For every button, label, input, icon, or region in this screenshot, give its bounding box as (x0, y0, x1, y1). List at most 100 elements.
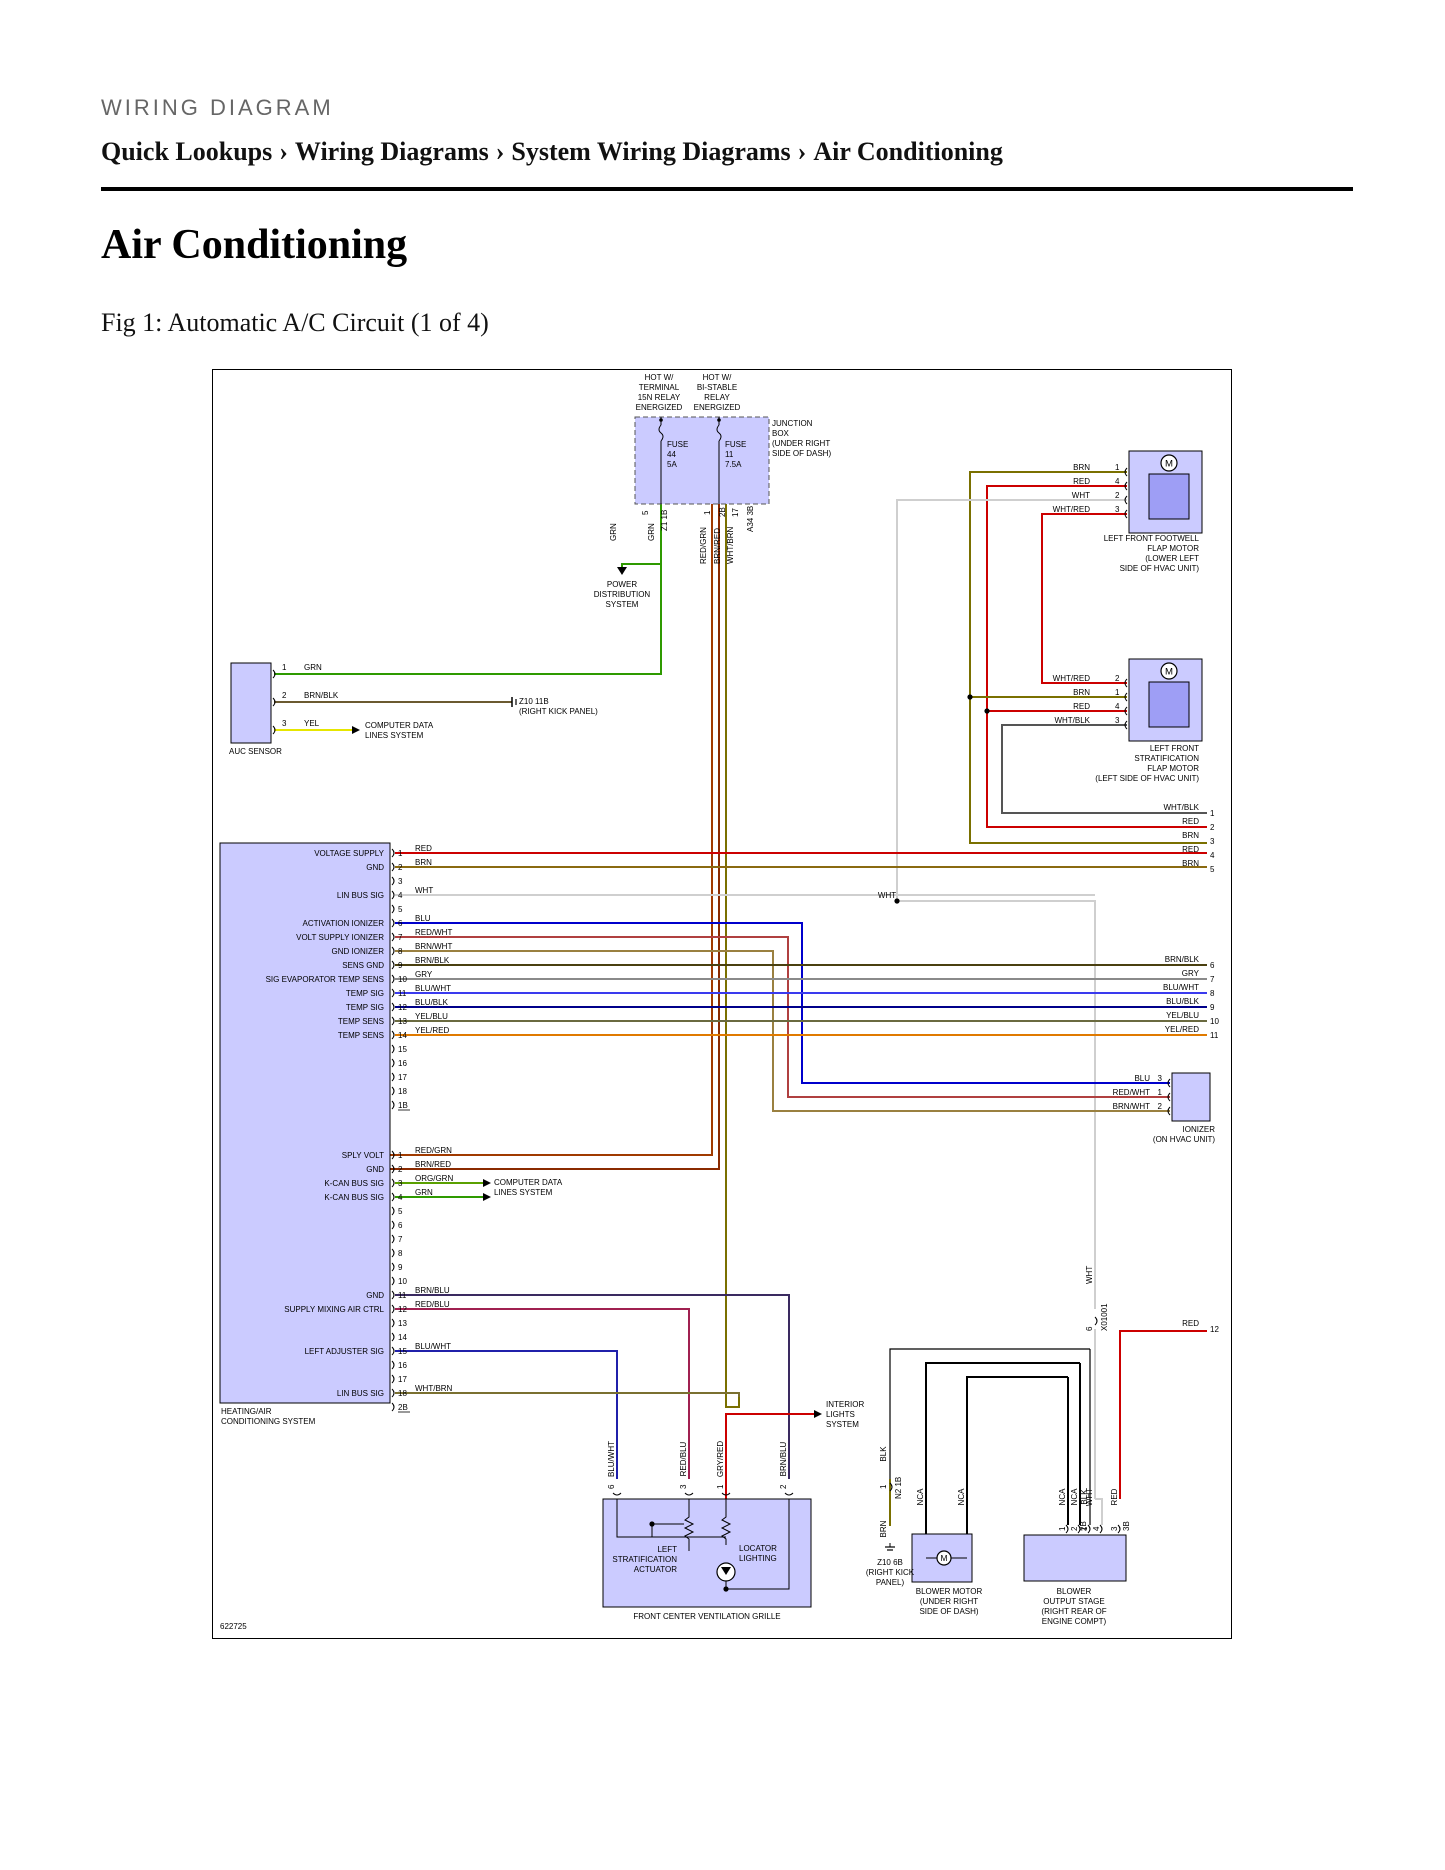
connector1-pin-function: TEMP SIG (346, 1003, 384, 1012)
connector1-pin (391, 1002, 395, 1012)
label-r-7: 7 (1210, 975, 1215, 984)
arrow-computer-data-2 (483, 1179, 491, 1187)
label-bl-wht: WHT (1085, 1488, 1094, 1506)
wires-layer (274, 471, 1207, 1552)
connector1-pin (391, 932, 395, 942)
label-sm-red: RED (1073, 702, 1090, 711)
wire-gry-red-lights (725, 1413, 814, 1499)
stratification-motor-icon (1160, 662, 1178, 680)
connector2-pin (391, 1360, 395, 1370)
breadcrumb-air-conditioning[interactable]: Air Conditioning (813, 137, 1003, 166)
label-bl-nca1: NCA (916, 1488, 925, 1506)
vent-grille-label: FRONT CENTER VENTILATION GRILLE (633, 1612, 780, 1621)
connector2-wire-color: RED/GRN (415, 1146, 452, 1155)
label-r-6: 6 (1210, 961, 1215, 970)
label-ion-p1: 1 (1158, 1088, 1163, 1097)
motor-symbol-label: M (1165, 459, 1173, 470)
connector1-wire-color: BRN (415, 858, 432, 867)
connector1-pin (391, 974, 395, 984)
connector2-pin (391, 1164, 395, 1174)
label-r-8: 8 (1210, 989, 1215, 998)
footwell-motor-icon (1160, 454, 1178, 472)
connector1-pin (391, 1044, 395, 1054)
connector2-pin-number: 6 (398, 1221, 403, 1230)
connector1-pin-number: 11 (398, 989, 407, 998)
wire-red-wht-ionizer (395, 936, 1170, 1098)
label-r-yelblu: YEL/BLU (1166, 1011, 1199, 1020)
label-sm-whtblk: WHT/BLK (1054, 716, 1090, 725)
connector2-wire-color: BRN/BLU (415, 1286, 450, 1295)
wire-wht-output-pin4 (1095, 1498, 1103, 1525)
connector2-pin-number: 11 (398, 1291, 407, 1300)
connector2-pin (391, 1220, 395, 1230)
breadcrumb-separator: › (279, 137, 288, 166)
wire-blk-blower-frame (889, 1348, 1090, 1479)
label-bl-blk: BLK (879, 1446, 888, 1462)
label-mid-wht: WHT (878, 891, 896, 900)
label-r-whtblk: WHT/BLK (1163, 803, 1199, 812)
figure-caption: Fig 1: Automatic A/C Circuit (1 of 4) (101, 308, 489, 337)
connector2-pin-number: 15 (398, 1347, 407, 1356)
wire-wht-brn-lin (725, 504, 740, 1408)
connector1-pin-number: 1 (398, 849, 403, 858)
connector1-pin-function: VOLT SUPPLY IONIZER (296, 933, 384, 942)
connector1-pin-number: 13 (398, 1017, 407, 1026)
label-g-redblu: RED/BLU (679, 1441, 688, 1476)
connector1-pin (391, 1100, 395, 1110)
label-r-11: 11 (1210, 1031, 1219, 1040)
wire-red-grn-spply-volt (373, 504, 713, 1156)
breadcrumb-system-wiring-diagrams[interactable]: System Wiring Diagrams (511, 137, 791, 166)
connector2-pin-function: K-CAN BUS SIG (324, 1179, 384, 1188)
connector2-pin-number: 17 (398, 1375, 407, 1384)
connector2-wire-color: BLU/WHT (415, 1342, 451, 1351)
stratification-connector-pin (1124, 678, 1128, 688)
label-ion-p3: 3 (1158, 1074, 1163, 1083)
label-g-bluwht: BLU/WHT (607, 1441, 616, 1477)
label-bo-p4: 4 (1092, 1526, 1101, 1531)
locator-internal-wire (726, 1499, 790, 1590)
label-w-grn-a: GRN (609, 523, 618, 541)
label-r-bluwht: BLU/WHT (1163, 983, 1199, 992)
label-auc-p1: 1 (282, 663, 287, 672)
wire-brn-red-gnd (373, 504, 720, 1170)
hvac-control-unit (219, 842, 391, 1404)
splice-x01001-label: X01001 (1100, 1303, 1109, 1331)
connector1-pin-number: 16 (398, 1059, 407, 1068)
label-g-p3: 3 (679, 1484, 688, 1489)
label-bl-nca4: NCA (1070, 1488, 1079, 1506)
ionizer-connector-pin (1167, 1106, 1171, 1116)
wire-red-blu-supply (395, 1308, 690, 1479)
motor-symbol-label: M (1165, 667, 1173, 678)
label-sm-p4: 4 (1115, 702, 1120, 711)
label-r-3: 3 (1210, 837, 1215, 846)
label-auc-p3: 3 (282, 719, 287, 728)
wire-grn-auc-pin1 (274, 564, 662, 675)
header-rule (101, 187, 1353, 191)
connector1-pin-function: SENS GND (342, 961, 384, 970)
footwell-connector-pin (1124, 495, 1128, 505)
connector1-pin-number: 7 (398, 933, 403, 942)
label-auc-p2: 2 (282, 691, 287, 700)
grille-connector-pin (612, 1492, 622, 1496)
connector1-wire-color: BLU/BLK (415, 998, 449, 1007)
connector1-pin-function: TEMP SENS (338, 1017, 384, 1026)
label-ion-blu: BLU (1134, 1074, 1150, 1083)
connector2-wire-color: BRN/RED (415, 1160, 451, 1169)
fuse-44-symbol (659, 418, 663, 422)
connector2-pin (391, 1332, 395, 1342)
breadcrumb-separator: › (797, 137, 807, 166)
breadcrumb-wiring-diagrams[interactable]: Wiring Diagrams (294, 137, 489, 166)
connector1-pin-function: VOLTAGE SUPPLY (314, 849, 384, 858)
label-bl-blk2: BLK (1080, 1489, 1089, 1505)
connector1-pin-number: 14 (398, 1031, 407, 1040)
connector2-pin-number: 18 (398, 1389, 407, 1398)
breadcrumb-quick-lookups[interactable]: Quick Lookups (101, 137, 273, 166)
connector2-pin-number: 12 (398, 1305, 407, 1314)
stratification-connector-pin (1124, 692, 1128, 702)
